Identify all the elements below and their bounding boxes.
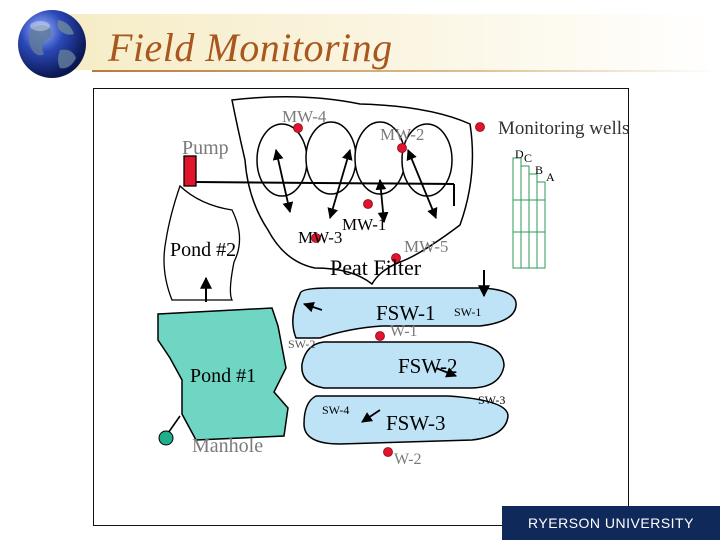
title-band (62, 14, 720, 70)
filter-cell (256, 123, 308, 197)
pump-icon (183, 155, 197, 187)
legend-depth-b: B (535, 163, 544, 177)
mw1-label: MW-1 (342, 215, 387, 234)
well-dot-w2 (383, 447, 393, 457)
mw4-label: MW-4 (282, 107, 327, 126)
university-logo: RYERSON UNIVERSITY (502, 506, 720, 540)
well-markers (293, 122, 485, 457)
slide-title: Field Monitoring (108, 25, 393, 70)
well-dot-mw1 (363, 199, 373, 209)
pond-1 (157, 307, 289, 441)
fsw3-label: FSW-3 (386, 411, 446, 435)
wetland-channel (303, 395, 509, 445)
pond-1-label: Pond #1 (190, 365, 257, 387)
flow-arrows (272, 148, 438, 224)
manhole-icon (158, 430, 174, 446)
well-dot-mw4 (293, 123, 303, 133)
well-depth-legend (512, 157, 546, 269)
globe-icon (18, 10, 86, 78)
well-dot-legend (475, 122, 485, 132)
well-dot-mw3 (311, 233, 321, 243)
pump-label: Pump (182, 137, 229, 159)
fsw2-label: FSW-2 (398, 354, 458, 378)
mw2-label: MW-2 (380, 125, 425, 144)
title-rule (92, 70, 720, 72)
pond-2-outline (163, 184, 241, 301)
legend-label: Monitoring wells (498, 118, 630, 139)
peat-filter-label: Peat Filter (330, 255, 422, 280)
well-dot-w1 (375, 331, 385, 341)
sw2-label: SW-2 (288, 337, 316, 351)
sw3-label: SW-3 (478, 393, 506, 407)
legend-depth-c: C (524, 151, 533, 165)
sw4-label: SW-4 (322, 403, 350, 417)
fsw1-label: FSW-1 (376, 301, 436, 325)
legend-depth-d: D (515, 147, 524, 161)
w1-label: W-1 (390, 323, 418, 340)
pond-2-label: Pond #2 (170, 239, 237, 261)
wetland-channel (292, 287, 517, 339)
mw3-label: MW-3 (298, 228, 343, 247)
w2-label: W-2 (394, 451, 422, 468)
manhole-label: Manhole (192, 435, 264, 457)
well-dot-mw5 (391, 253, 401, 263)
mw5-label: MW-5 (404, 237, 449, 256)
sw1-label: SW-1 (454, 305, 482, 319)
well-dot-mw2 (397, 143, 407, 153)
legend-depth-a: A (546, 170, 555, 184)
wetland-flow-arrows (302, 301, 458, 423)
